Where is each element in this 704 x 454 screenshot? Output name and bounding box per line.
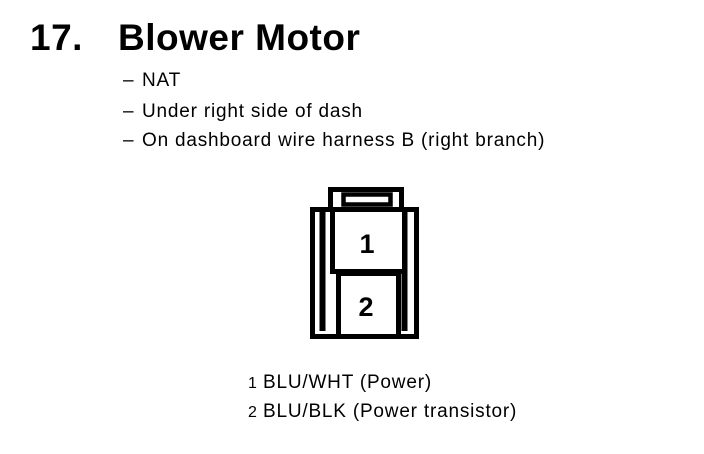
dash-bullet: – bbox=[123, 70, 134, 91]
detail-text: Under right side of dash bbox=[142, 101, 363, 122]
legend-pin-label: BLU/BLK (Power transistor) bbox=[263, 401, 518, 422]
section-number: 17. bbox=[30, 17, 83, 58]
dash-bullet: – bbox=[123, 101, 134, 122]
pin-2-cavity bbox=[336, 271, 401, 339]
legend-pin-number: 1 bbox=[248, 375, 257, 392]
dash-bullet: – bbox=[123, 130, 134, 151]
legend-pin-label: BLU/WHT (Power) bbox=[263, 372, 432, 393]
pin-1-cavity bbox=[330, 207, 407, 274]
legend-entry-pin1: 1 BLU/WHT (Power) bbox=[248, 373, 432, 392]
detail-item-harness: –On dashboard wire harness B (right bran… bbox=[123, 131, 545, 150]
detail-text: On dashboard wire harness B (right branc… bbox=[142, 130, 546, 151]
pin-1-number: 1 bbox=[359, 229, 374, 259]
legend-entry-pin2: 2 BLU/BLK (Power transistor) bbox=[248, 402, 517, 421]
detail-item-location: –Under right side of dash bbox=[123, 102, 363, 121]
connector-latch-inner bbox=[341, 192, 393, 207]
page-title: Blower Motor bbox=[118, 17, 361, 58]
detail-text: NAT bbox=[142, 70, 181, 91]
legend-pin-number: 2 bbox=[248, 404, 257, 421]
detail-item-color: –NAT bbox=[123, 71, 181, 90]
connector-diagram: 1 2 bbox=[310, 187, 419, 339]
pin-2-number: 2 bbox=[358, 292, 373, 322]
